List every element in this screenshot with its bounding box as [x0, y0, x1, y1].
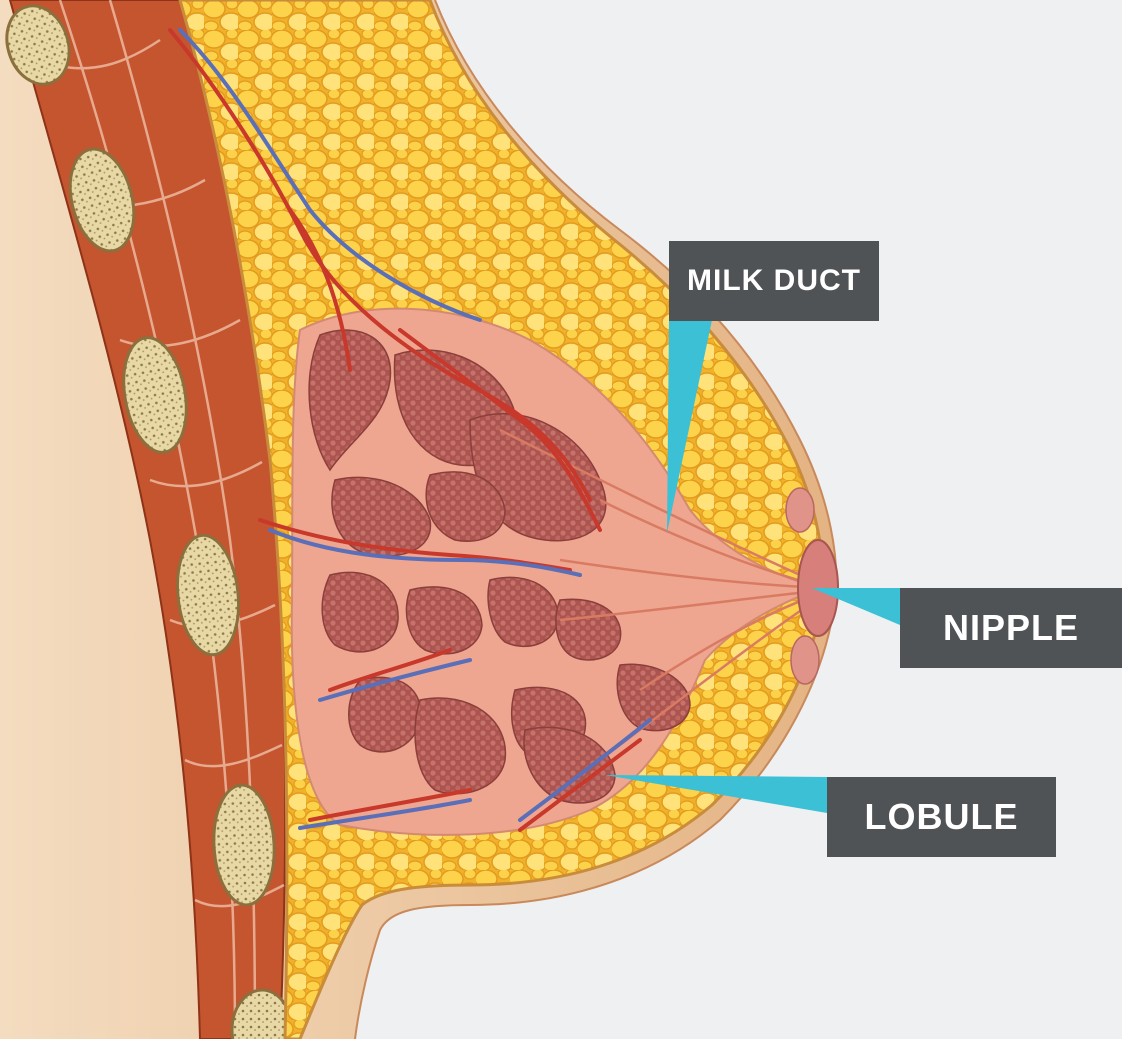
nipple-label: NIPPLE [900, 588, 1122, 668]
milk-duct-label: MILK DUCT [669, 241, 879, 321]
lobule-label: LOBULE [827, 777, 1056, 857]
